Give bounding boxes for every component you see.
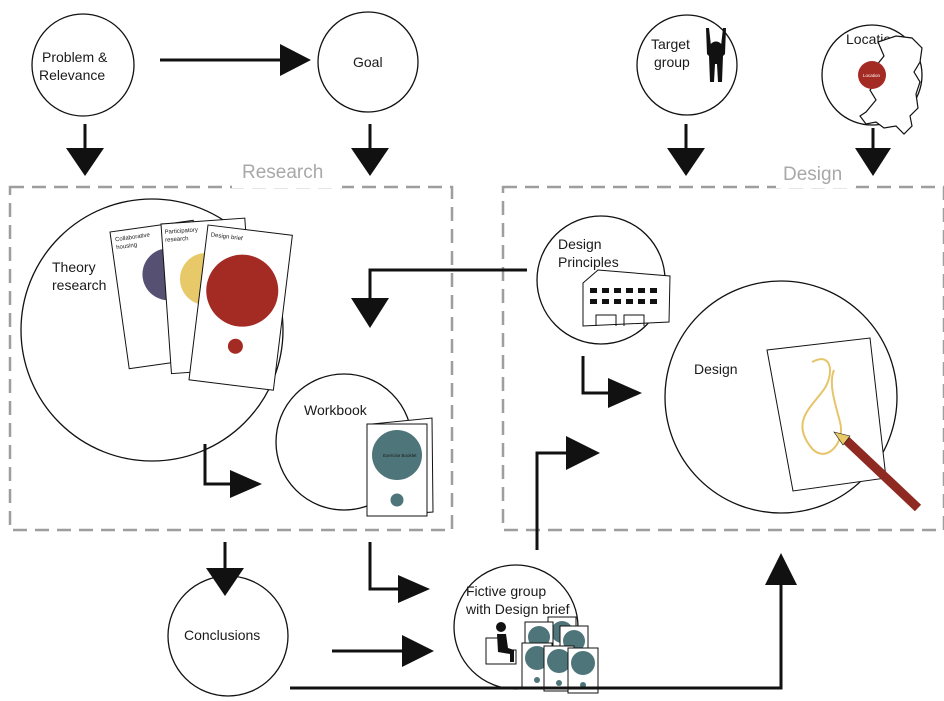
arrow-workbook-to-fictive (368, 542, 400, 591)
research-section-box (8, 185, 454, 532)
design-principles-label-line2: Principles (558, 254, 619, 270)
conclusions-label: Conclusions (184, 627, 260, 643)
workbook-label: Workbook (304, 402, 368, 418)
research-section-label: Research (242, 162, 323, 183)
problem-label-line1: Problem & (42, 49, 108, 65)
arrow-theory-to-workbook (203, 444, 232, 486)
card3-title: Design brief (210, 232, 243, 242)
theory-label-line1: Theory (52, 259, 96, 275)
problem-relevance-node (31, 13, 135, 117)
card1-title-line2: housing (116, 242, 138, 251)
booklet-title: Exercise Booklet (383, 453, 417, 458)
booklet-icon: Exercise Booklet (366, 417, 434, 517)
problem-label-line2: Relevance (39, 67, 105, 83)
theory-label-line2: research (52, 277, 106, 293)
design-label: Design (694, 361, 738, 377)
person-reading-icon (485, 622, 517, 665)
goal-node (317, 11, 419, 113)
card2-title-line2: research (165, 236, 189, 244)
goal-label: Goal (353, 54, 383, 70)
target-group-label-line1: Target (651, 36, 690, 52)
design-principles-label-line1: Design (558, 236, 602, 252)
design-section-label: Design (783, 164, 842, 185)
fictive-label-line1: Fictive group (466, 583, 546, 599)
person-cheering-icon (706, 28, 726, 82)
location-pin-label: Location (863, 73, 881, 78)
target-group-label-line2: group (654, 54, 690, 70)
arrow-principles-to-design (581, 356, 610, 395)
fictive-label-line2: with Design brief (465, 601, 570, 617)
card1-title-line1: Collaborative (115, 232, 151, 243)
theory-card-design-brief: Design brief (188, 224, 293, 391)
arrow-conclusions-to-design (290, 583, 783, 690)
arrows (83, 58, 875, 690)
location-pin-icon (858, 61, 886, 89)
pencil-icon (833, 431, 922, 512)
booklet-stack-icon (521, 616, 599, 694)
target-group-node (636, 14, 738, 116)
arrowheads (66, 44, 891, 667)
arrow-principles-to-workbook (368, 268, 527, 300)
arrow-fictive-to-design (535, 451, 568, 550)
design-section-box (501, 185, 944, 532)
building-icon (582, 269, 671, 327)
card2-title-line1: Participatory (164, 227, 198, 235)
